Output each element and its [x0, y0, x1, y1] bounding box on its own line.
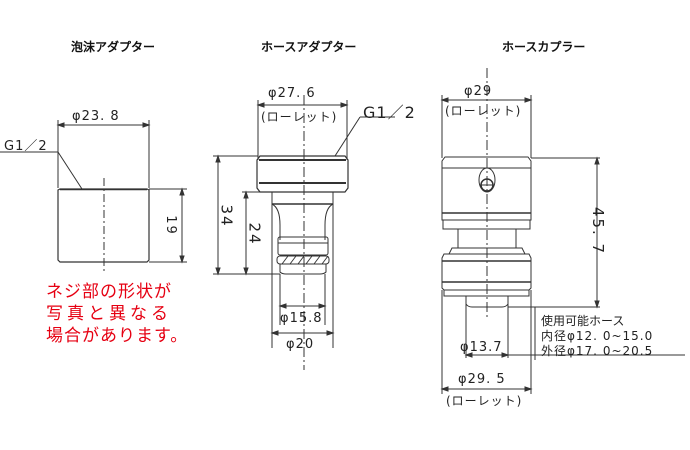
note-line-1: ネジ部の形状が [46, 282, 172, 302]
note-line-3: 場合があります。 [46, 326, 189, 346]
foam-adapter-drawing [0, 120, 187, 272]
foam-adapter-title: 泡沫アダプター [71, 40, 156, 54]
hose-adapter-inner-diameter-label: φ15.8 [280, 311, 323, 326]
hose-adapter-diameter-label: φ27. 6 [268, 86, 316, 101]
hose-coupler-height-label: 45. 7 [589, 206, 608, 256]
hose-adapter-lower-height-label: 24 [245, 222, 264, 246]
hose-adapter-thread-label: G1／2 [363, 103, 416, 122]
thread-shape-note: ネジ部の形状が 写真と異なる 場合があります。 [46, 281, 188, 347]
foam-adapter-diameter-label: φ23. 8 [72, 109, 120, 124]
hose-coupler-top-knurl-label: (ローレット) [445, 104, 522, 118]
hose-coupler-inner-diameter-label: φ13.7 [460, 340, 503, 355]
hose-adapter-outer-diameter-label: φ20 [286, 337, 315, 352]
hose-adapter-total-height-label: 34 [217, 204, 236, 228]
note-line-2: 写真と異なる [46, 304, 172, 324]
foam-adapter-thread-label: G1／2 [4, 139, 48, 154]
hose-coupler-top-diameter-label: φ29 [464, 84, 493, 99]
hose-adapter-drawing [213, 95, 395, 370]
hose-adapter-title: ホースアダプター [261, 40, 357, 54]
hose-coupler-bottom-diameter-label: φ29. 5 [458, 372, 506, 387]
hose-coupler-bottom-knurl-label: (ローレット) [446, 394, 523, 408]
compatible-hose-heading: 使用可能ホース [541, 314, 625, 328]
compatible-hose-outer: 外径φ17. 0~20.5 [541, 344, 654, 358]
foam-adapter-height-label: 19 [162, 215, 178, 236]
compatible-hose-inner: 内径φ12. 0~15.0 [541, 329, 654, 343]
hose-coupler-drawing [440, 68, 685, 394]
compatible-hose-spec: 使用可能ホース 内径φ12. 0~15.0 外径φ17. 0~20.5 [541, 314, 653, 359]
hose-adapter-knurl-label: (ローレット) [261, 110, 338, 124]
hose-coupler-title: ホースカプラー [502, 40, 586, 54]
